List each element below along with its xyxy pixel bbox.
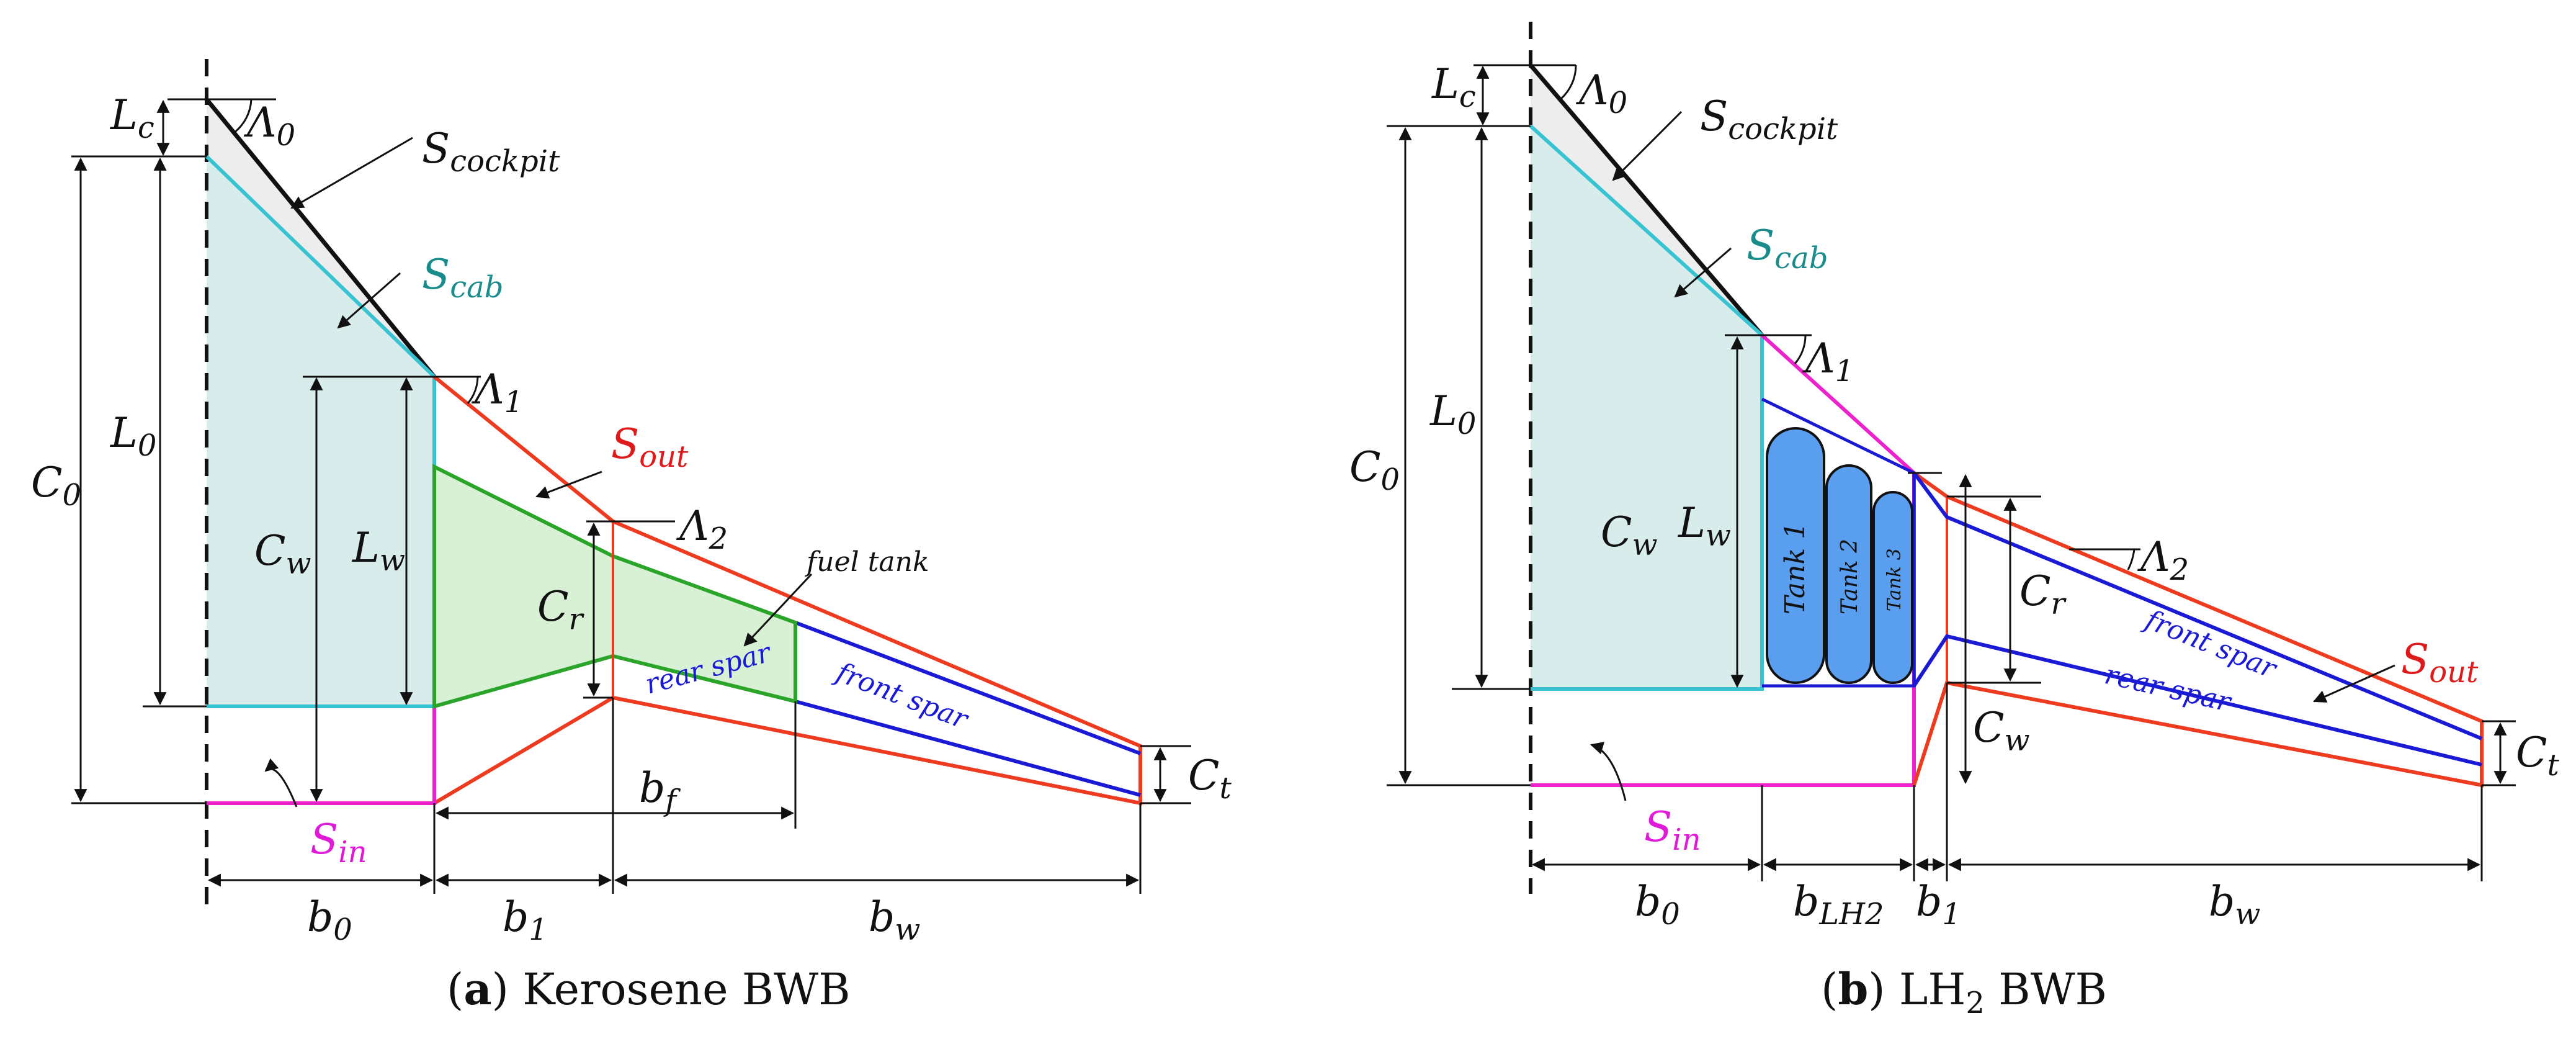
tank-3 (1872, 491, 1913, 684)
label-Cr-a: Cr (537, 583, 585, 637)
caption-a: (a) Kerosene BWB (447, 963, 851, 1015)
outer-wing-a (433, 375, 1142, 806)
front-spar-line-a (794, 621, 1142, 755)
label-Ct-b: Ct (2516, 729, 2560, 783)
label-Lambda1-a: Λ1 (471, 366, 523, 420)
label-b1-b: b1 (1916, 878, 1961, 932)
label-Scockpit-b: Scockpit (1700, 92, 1838, 146)
outer-wing-b (1912, 471, 2484, 788)
label-fuel-tank-a: fuel tank (805, 546, 929, 578)
label-tank-3: Tank 3 (1884, 548, 1905, 611)
label-tank-1: Tank 1 (1779, 522, 1811, 614)
caption-b: (b) LH2 BWB (1821, 963, 2107, 1020)
label-bw-a: bw (869, 893, 920, 947)
panel-a: Lc Λ0 Scockpit Scab C0 L0 Λ1 Sout Λ2 Cw … (31, 59, 1232, 1015)
label-Scab-b: Scab (1746, 222, 1828, 276)
label-b1-a: b1 (503, 893, 548, 947)
label-Sin-a: Sin (310, 816, 367, 870)
label-Lw-b: Lw (1678, 499, 1731, 553)
front-spar-line-b (1912, 472, 2483, 740)
label-L0-b: L0 (1429, 387, 1476, 441)
cockpit-edge-a (205, 97, 436, 379)
label-Cw2-b: Cw (1973, 704, 2030, 758)
label-bw-b: bw (2209, 878, 2260, 932)
label-tank-2: Tank 2 (1837, 539, 1863, 614)
tank-1 (1766, 427, 1825, 684)
label-Lc-a: Lc (110, 91, 154, 145)
label-Sin-b: Sin (1644, 803, 1701, 857)
label-Lambda1-b: Λ1 (1802, 335, 1854, 389)
tank-bay-spar-b (1761, 397, 1916, 688)
label-Cw-b: Cw (1601, 508, 1658, 562)
label-bf-a: bf (639, 764, 681, 818)
label-Sout-a: Sout (611, 420, 689, 474)
label-Sout-b: Sout (2401, 636, 2479, 690)
label-Scockpit-a: Scockpit (422, 125, 560, 179)
rear-spar-line-a (795, 700, 1141, 797)
cockpit-edge-b (1529, 63, 1764, 337)
label-b0-b: b0 (1635, 878, 1680, 932)
label-C0-b: C0 (1349, 443, 1400, 497)
label-Lw-a: Lw (352, 524, 405, 578)
label-Scab-a: Scab (422, 251, 503, 305)
label-Lambda0-a: Λ0 (243, 99, 295, 153)
label-rear-spar-b: rear spar (2102, 659, 2235, 719)
label-Ct-a: Ct (1188, 752, 1232, 806)
label-Cw-a: Cw (254, 527, 311, 581)
cabin-area-b (1531, 126, 1762, 689)
label-bLH2-b: bLH2 (1793, 878, 1884, 932)
label-C0-a: C0 (31, 459, 81, 513)
label-Lambda2-a: Λ2 (676, 502, 728, 556)
label-L0-a: L0 (110, 409, 156, 463)
cabin-outline-b (1529, 124, 1764, 691)
inner-line-a (207, 706, 436, 805)
label-Lambda0-b: Λ0 (1575, 66, 1627, 120)
fuel-tank-area-a (434, 467, 795, 706)
label-Cr-b: Cr (2019, 567, 2067, 621)
label-Lambda2-b: Λ2 (2137, 533, 2189, 587)
label-Lc-b: Lc (1431, 60, 1476, 114)
panel-b: Tank 1 Tank 2 Tank 3 (1349, 22, 2560, 1020)
rear-spar-line-b (1912, 634, 2482, 767)
label-b0-a: b0 (307, 893, 352, 947)
tank-2 (1825, 464, 1872, 684)
